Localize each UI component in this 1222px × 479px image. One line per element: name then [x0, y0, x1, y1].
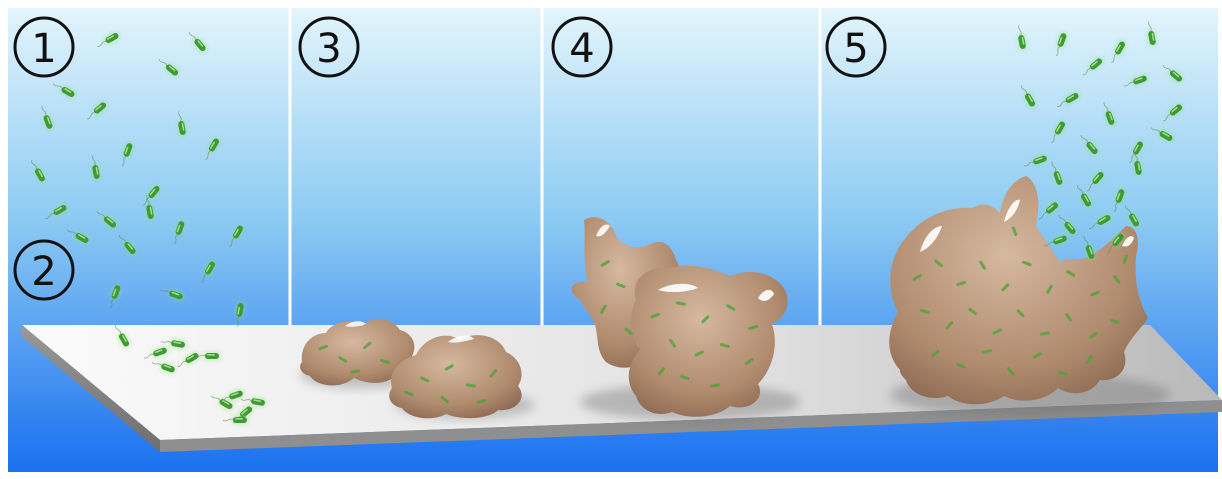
stage-number: 1 — [31, 26, 56, 72]
stage-number: 4 — [569, 26, 594, 72]
stage-number: 3 — [316, 26, 341, 72]
stage-number: 2 — [31, 249, 56, 295]
stage-number: 5 — [843, 26, 868, 72]
